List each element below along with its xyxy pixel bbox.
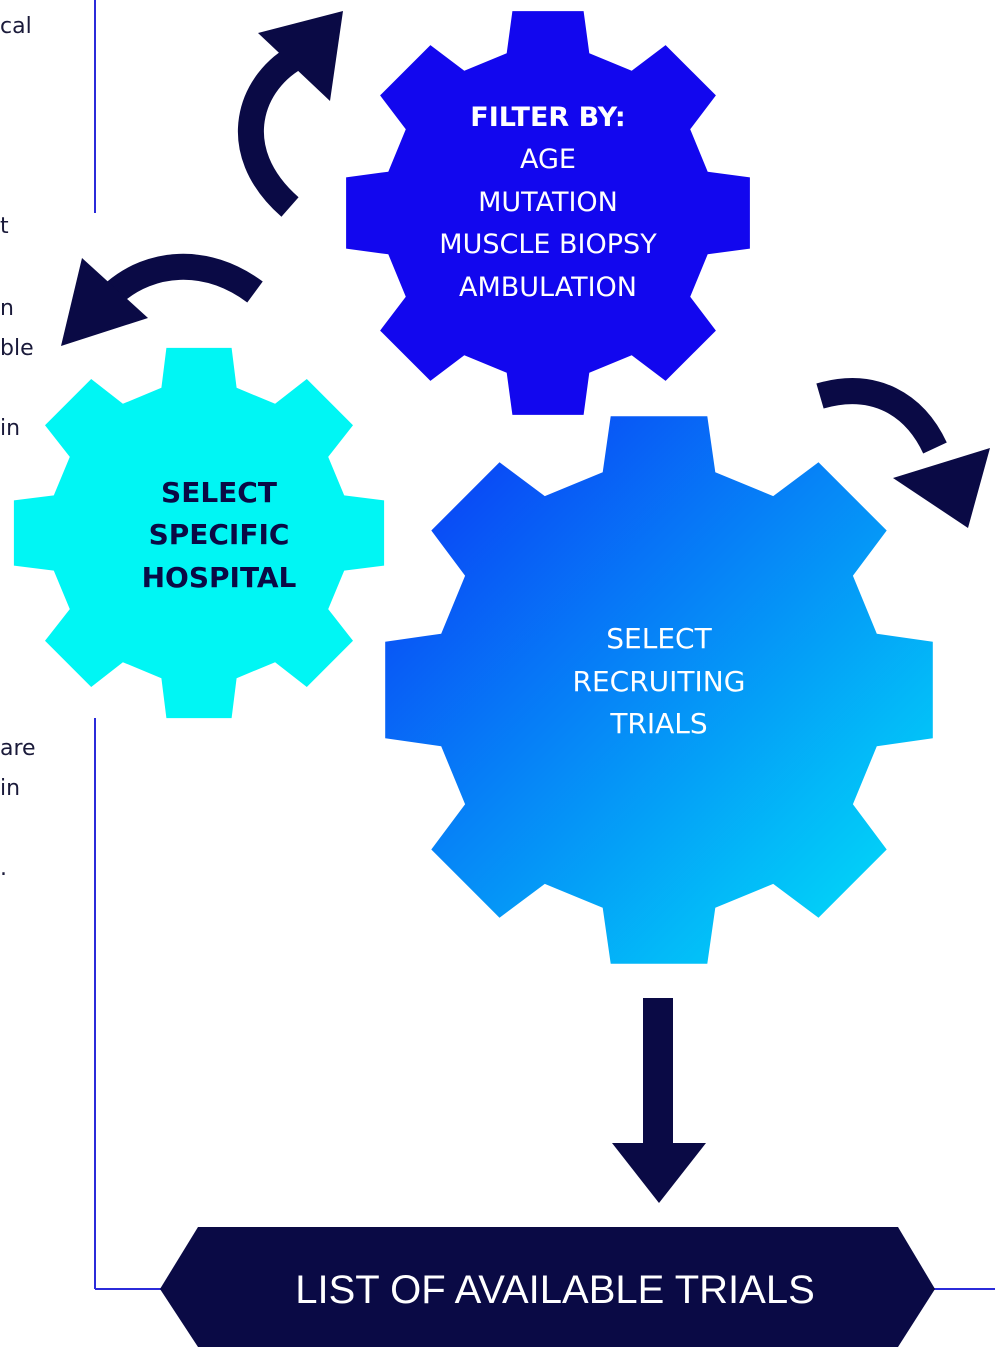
hospital-gear [13,347,385,719]
hospital-line-3: HOSPITAL [142,561,297,594]
left-text-fragment: in [0,776,21,801]
left-text-fragment: in [0,416,21,441]
recruiting-line-2: RECRUITING [573,665,746,698]
recruiting-gear-text: SELECT RECRUITING TRIALS [573,622,746,740]
left-text-fragment: n [0,296,14,321]
filter-option-age: AGE [520,144,576,175]
filter-gear-text: FILTER BY: AGE MUTATION MUSCLE BIOPSY AM… [439,102,657,303]
result-banner-shape [160,1227,935,1347]
filter-option-muscle-biopsy: MUSCLE BIOPSY [439,229,657,260]
left-text-fragment: t [0,214,9,239]
hospital-line-2: SPECIFIC [149,518,290,551]
curved-arrow-left-icon [61,253,263,346]
recruiting-gear [385,416,933,964]
filter-option-ambulation: AMBULATION [459,272,637,303]
curved-arrow-down-right-icon [816,378,990,528]
left-text-fragment: ble [0,336,34,361]
recruiting-line-1: SELECT [606,622,712,655]
filter-heading: FILTER BY: [470,102,625,133]
recruiting-line-3: TRIALS [609,707,707,740]
left-text-fragment: cal [0,14,32,39]
filter-option-mutation: MUTATION [478,187,618,218]
filter-gear [346,11,750,415]
left-text-fragment: are [0,736,36,761]
curved-arrow-up-right-icon [238,11,343,217]
hospital-line-1: SELECT [161,476,277,509]
down-arrow-icon [612,998,706,1203]
hospital-gear-text: SELECT SPECIFIC HOSPITAL [142,476,297,594]
result-banner-label: LIST OF AVAILABLE TRIALS [295,1268,815,1312]
left-text-fragment: . [0,856,7,881]
